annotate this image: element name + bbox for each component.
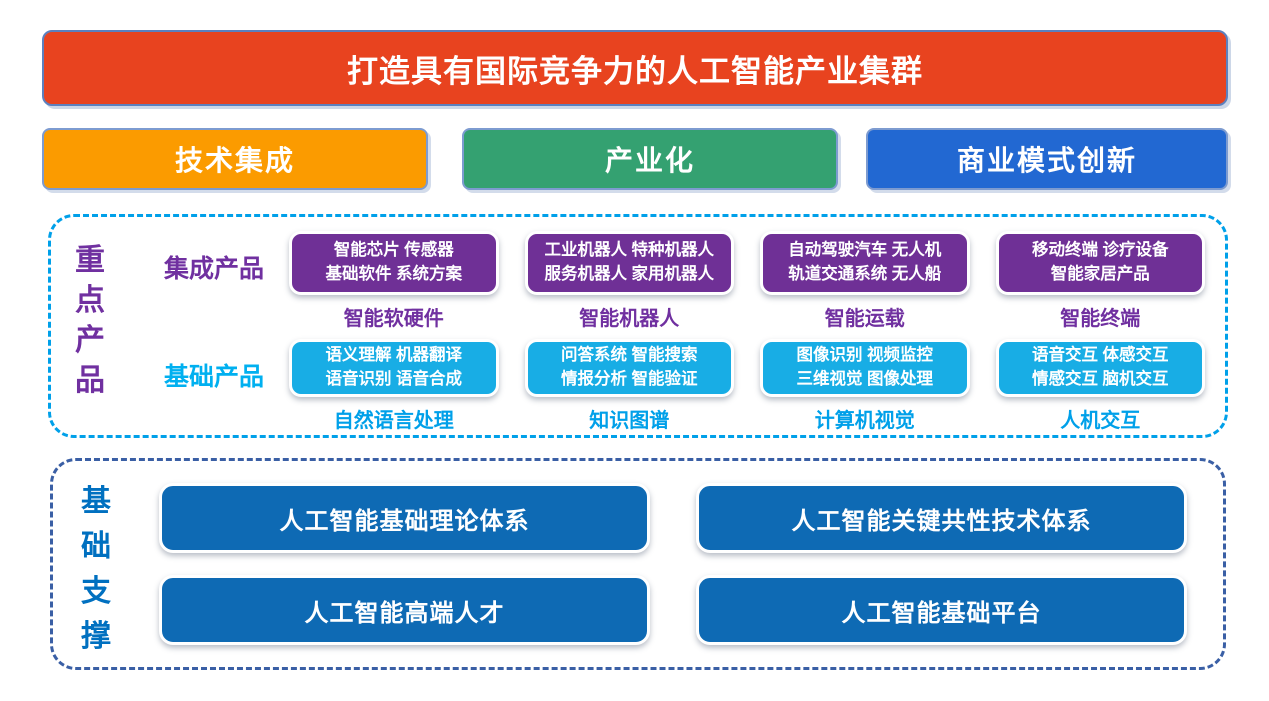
box-line: 自动驾驶汽车 无人机 [788,241,942,260]
basic-products-box: 问答系统 智能搜索 情报分析 智能验证 [524,339,734,397]
stage-banner-industrialization: 产业化 [462,128,838,190]
integrated-category-label: 智能运载 [824,307,905,330]
box-line: 问答系统 智能搜索 [560,346,698,365]
integrated-products-box: 智能芯片 传感器 基础软件 系统方案 [289,231,499,295]
foundation-boxes-grid: 人工智能基础理论体系 人工智能关键共性技术体系 人工智能高端人才 人工智能基础平… [159,483,1187,645]
foundation-section-label: 基础支撑 [81,485,111,653]
basic-category-label: 知识图谱 [589,409,670,432]
box-line: 三维视觉 图像处理 [796,370,934,388]
column-smart-software-hardware: 智能芯片 传感器 基础软件 系统方案 智能软硬件 语义理解 机器翻译 语音识别 … [289,231,499,433]
box-line: 语义理解 机器翻译 [325,346,463,365]
column-smart-transport: 自动驾驶汽车 无人机 轨道交通系统 无人船 智能运载 图像识别 视频监控 三维视… [760,231,970,433]
stage-banner-tech-integration: 技术集成 [42,128,428,190]
basic-category-label: 计算机视觉 [814,409,915,432]
basic-category-label: 人机交互 [1060,409,1141,432]
integrated-category-label: 智能终端 [1060,307,1141,330]
box-line: 服务机器人 家用机器人 [544,265,715,283]
box-line: 智能芯片 传感器 [333,241,454,260]
stage-label: 技术集成 [174,145,295,176]
key-products-section: 重点产品 集成产品 基础产品 智能芯片 传感器 基础软件 系统方案 智能软硬件 … [48,214,1228,438]
key-products-section-label: 重点产品 [75,244,105,397]
integrated-products-box: 自动驾驶汽车 无人机 轨道交通系统 无人船 [760,231,970,295]
integrated-category-label: 智能软硬件 [343,307,444,330]
box-line: 移动终端 诊疗设备 [1031,241,1169,260]
stage-label: 商业模式创新 [956,145,1137,176]
box-line: 语音识别 语音合成 [325,370,463,388]
integrated-category-label: 智能机器人 [579,307,680,330]
box-line: 情感交互 脑机交互 [1031,370,1169,388]
box-line: 图像识别 视频监控 [796,346,934,365]
key-products-columns: 智能芯片 传感器 基础软件 系统方案 智能软硬件 语义理解 机器翻译 语音识别 … [289,231,1205,433]
stage-banner-business-model-innovation: 商业模式创新 [866,128,1228,190]
basic-products-box: 语音交互 体感交互 情感交互 脑机交互 [995,339,1205,397]
basic-products-box: 图像识别 视频监控 三维视觉 图像处理 [760,339,970,397]
box-line: 工业机器人 特种机器人 [544,241,715,260]
basic-products-box: 语义理解 机器翻译 语音识别 语音合成 [289,339,499,397]
foundation-box-high-end-talent: 人工智能高端人才 [159,575,650,645]
stage-label: 产业化 [604,145,695,176]
main-title-banner: 打造具有国际竞争力的人工智能产业集群 [42,30,1228,106]
box-line: 基础软件 系统方案 [325,265,463,283]
foundation-box-key-common-tech: 人工智能关键共性技术体系 [696,483,1187,553]
integrated-products-box: 移动终端 诊疗设备 智能家居产品 [995,231,1205,295]
foundation-box-basic-platform: 人工智能基础平台 [696,575,1187,645]
basic-category-label: 自然语言处理 [333,409,454,432]
integrated-products-row-label: 集成产品 [163,255,264,283]
box-line: 智能家居产品 [1050,265,1150,283]
column-smart-terminals: 移动终端 诊疗设备 智能家居产品 智能终端 语音交互 体感交互 情感交互 脑机交… [995,231,1205,433]
basic-products-row-label: 基础产品 [163,363,264,391]
box-line: 轨道交通系统 无人船 [788,265,942,283]
main-title: 打造具有国际竞争力的人工智能产业集群 [347,53,923,89]
integrated-products-box: 工业机器人 特种机器人 服务机器人 家用机器人 [524,231,734,295]
column-smart-robots: 工业机器人 特种机器人 服务机器人 家用机器人 智能机器人 问答系统 智能搜索 … [524,231,734,433]
foundation-support-section: 基础支撑 人工智能基础理论体系 人工智能关键共性技术体系 人工智能高端人才 人工… [50,458,1226,670]
box-line: 语音交互 体感交互 [1031,346,1169,365]
foundation-box-basic-theory: 人工智能基础理论体系 [159,483,650,553]
box-line: 情报分析 智能验证 [560,370,698,388]
